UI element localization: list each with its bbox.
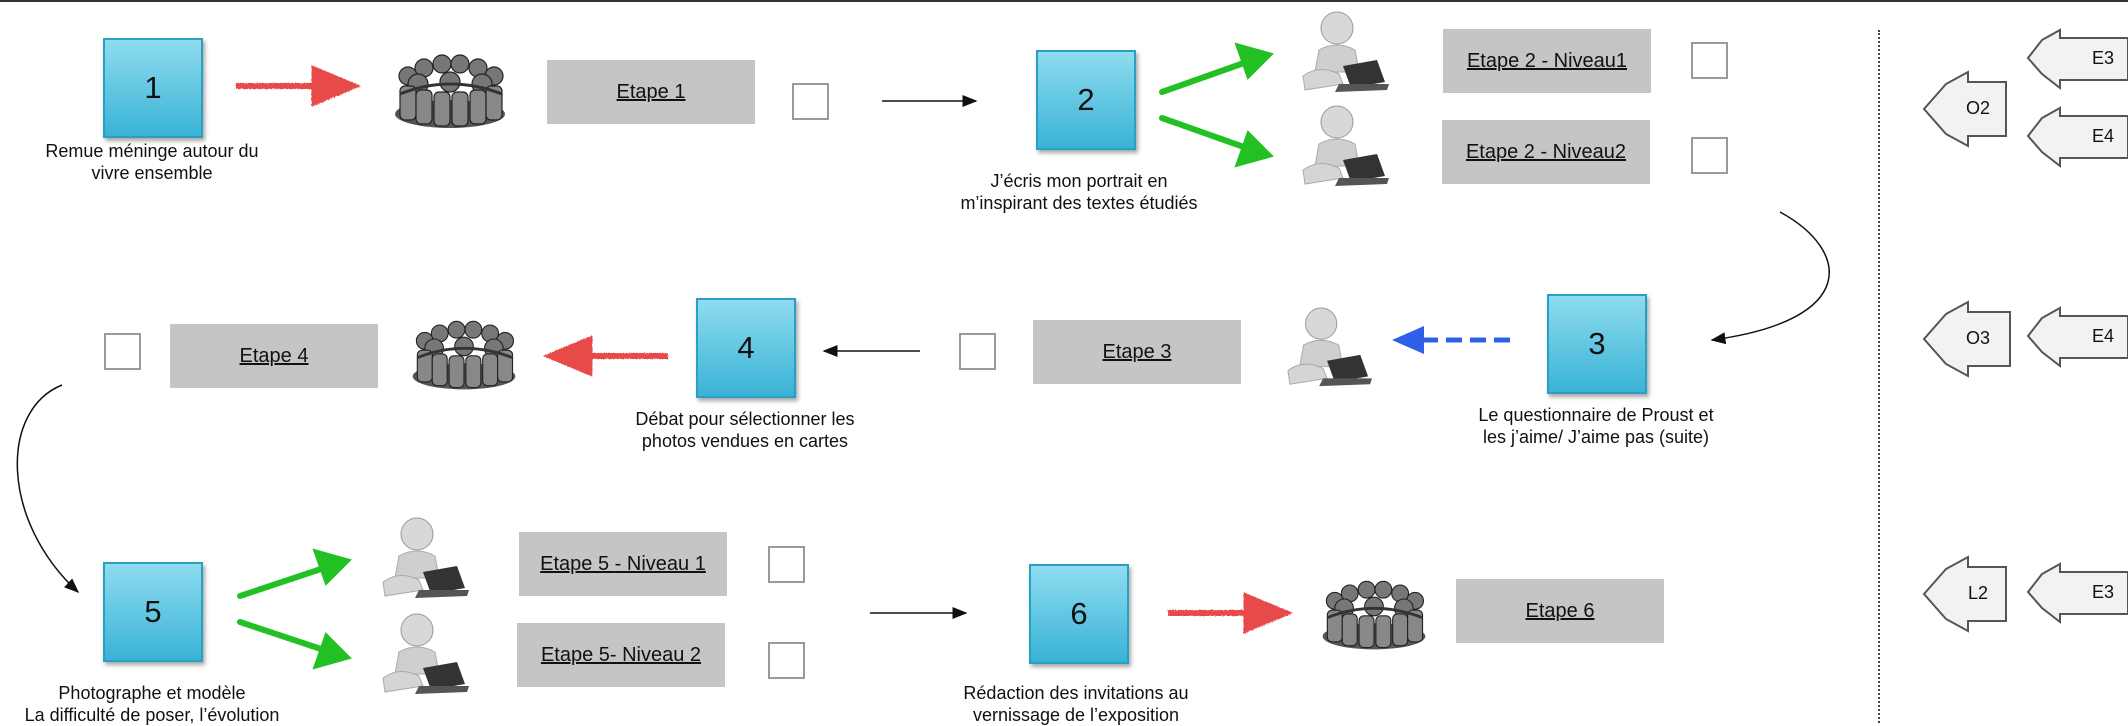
step-caption-4: Débat pour sélectionner les photos vendu… [635,409,855,451]
person-laptop-icon [1302,105,1390,187]
checkbox-etape-2-niveau-2[interactable] [1691,137,1728,174]
label-etape-1[interactable]: Etape 1 [547,60,755,124]
step-caption-5: Photographe et modèle La difficulté de p… [24,683,280,725]
etape-5-link[interactable]: Etape 5 [540,643,610,666]
step-number: 3 [1588,326,1606,361]
step-box-4: 4 [696,298,796,398]
tag-e3: E3 [2092,582,2115,602]
group-huddle-icon [1321,579,1427,651]
top-rule [0,0,2128,2]
person-laptop-icon [1287,307,1373,387]
label-etape-4[interactable]: Etape 4 [170,324,378,388]
step-number: 4 [737,330,755,365]
step-number: 5 [144,594,162,629]
step-box-3: 3 [1547,294,1647,394]
person-laptop-icon [1302,11,1390,93]
tag-o3: O3 [1966,328,1991,348]
etape-5-link[interactable]: Etape 5 [540,552,615,575]
label-etape-3[interactable]: Etape 3 [1033,320,1241,384]
step-number: 2 [1077,82,1095,117]
label-etape-2-niveau-2[interactable]: Etape 2 - Niveau2 [1442,120,1650,184]
checkbox-etape-5-niveau-2[interactable] [768,642,805,679]
tag-e3: E3 [2092,48,2115,68]
step-caption-3: Le questionnaire de Proust et les j’aime… [1478,405,1714,447]
checkbox-etape-5-niveau-1[interactable] [768,546,805,583]
step-caption-2: J’écris mon portrait en m’inspirant des … [960,171,1198,213]
dotted-separator [1878,30,1880,723]
label-etape-2-niveau-1[interactable]: Etape 2 - Niveau1 [1443,29,1651,93]
step-caption-1: Remue méninge autour du vivre ensemble [45,141,259,183]
checkbox-etape-3[interactable] [959,333,996,370]
label-etape-5-niveau-1[interactable]: Etape 5 - Niveau 1 [519,532,727,596]
group-huddle-icon [411,319,517,391]
niveau-text: - Niveau 1 [614,552,706,575]
label-etape-5-niveau-2[interactable]: Etape 5- Niveau 2 [517,623,725,687]
step-number: 1 [144,70,162,105]
tag-e4: E4 [2092,126,2115,146]
niveau-text: - Niveau 2 [609,643,702,666]
step-box-2: 2 [1036,50,1136,150]
step-box-1: 1 [103,38,203,138]
label-etape-6[interactable]: Etape 6 [1456,579,1664,643]
step-box-5: 5 [103,562,203,662]
person-laptop-icon [382,613,470,695]
step-caption-6: Rédaction des invitations au vernissage … [963,683,1189,725]
step-number: 6 [1070,596,1088,631]
checkbox-etape-4[interactable] [104,333,141,370]
checkbox-etape-1[interactable] [792,83,829,120]
tag-l2: L2 [1968,583,1989,603]
group-huddle-icon [393,53,507,130]
tag-e4: E4 [2092,326,2115,346]
checkbox-etape-2-niveau-1[interactable] [1691,42,1728,79]
person-laptop-icon [382,517,470,599]
step-box-6: 6 [1029,564,1129,664]
tag-o2: O2 [1966,98,1991,118]
